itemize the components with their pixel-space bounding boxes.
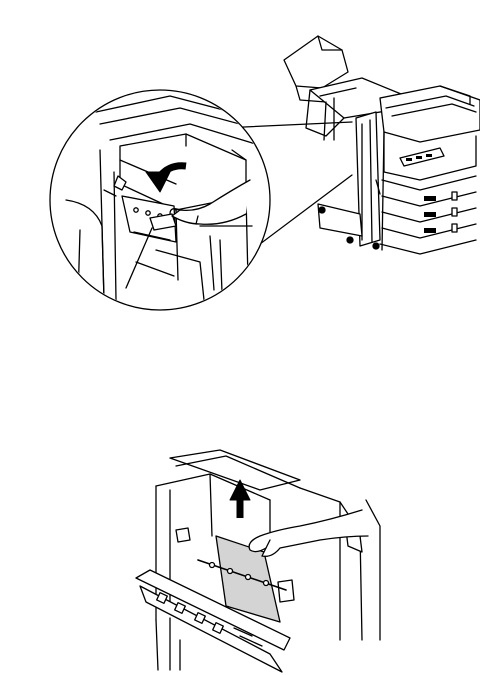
illustration-top-svg — [0, 0, 480, 330]
illustration-bottom-svg — [0, 440, 480, 675]
illustration-open-duplex-cover — [0, 0, 480, 330]
hand — [249, 510, 368, 556]
magnifier-circle — [50, 90, 270, 310]
illustration-remove-jammed-paper — [0, 440, 480, 675]
printer-with-finisher — [284, 36, 480, 254]
